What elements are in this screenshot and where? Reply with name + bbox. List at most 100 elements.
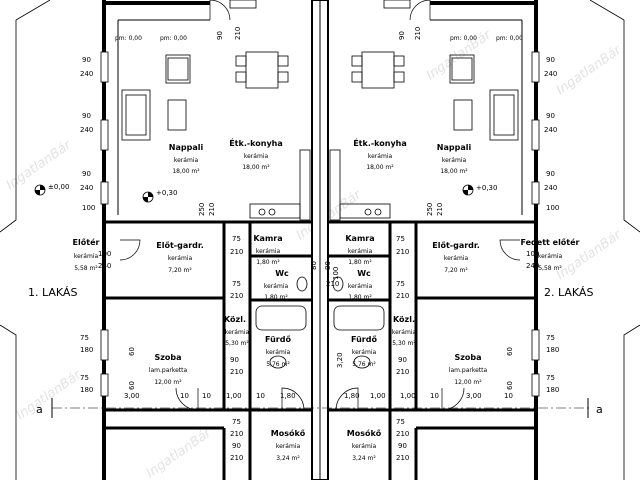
svg-text:100: 100: [332, 267, 340, 280]
svg-text:kerámia: kerámia: [174, 157, 199, 164]
svg-text:240: 240: [80, 184, 93, 192]
svg-text:Wc: Wc: [275, 269, 289, 278]
svg-text:Fedett előtér: Fedett előtér: [520, 237, 579, 247]
svg-text:180: 180: [546, 386, 559, 394]
room-furdo-right: Fürdő kerámia 5,76 m²: [351, 335, 377, 368]
svg-text:Mosókő: Mosókő: [271, 428, 306, 438]
svg-text:240: 240: [80, 70, 93, 78]
svg-text:10: 10: [504, 392, 513, 400]
svg-text:1,00: 1,00: [370, 392, 386, 400]
svg-text:kerámia: kerámia: [266, 349, 291, 356]
svg-text:10: 10: [256, 392, 265, 400]
svg-text:Fürdő: Fürdő: [351, 335, 377, 344]
svg-text:kerámia: kerámia: [244, 153, 269, 160]
svg-text:kerámia: kerámia: [352, 443, 377, 450]
room-elot-gardr-right: Előt-gardr. kerámia 7,20 m²: [432, 241, 480, 274]
svg-text:7,20 m²: 7,20 m²: [444, 267, 468, 274]
svg-text:90: 90: [398, 442, 407, 450]
svg-text:3,24 m²: 3,24 m²: [276, 455, 300, 462]
watermark: IngatlanBár: [554, 42, 626, 99]
room-nappali-right: Nappali kerámia 18,00 m²: [437, 143, 472, 175]
svg-text:Fürdő: Fürdő: [265, 335, 291, 344]
parapet-level: pm: 0,00: [115, 35, 142, 42]
svg-text:240: 240: [544, 184, 557, 192]
svg-text:210: 210: [234, 27, 242, 40]
svg-text:180: 180: [80, 386, 93, 394]
party-wall: [311, 0, 329, 480]
level-text: +0,30: [476, 184, 497, 192]
svg-text:10: 10: [202, 392, 211, 400]
svg-text:12,00 m²: 12,00 m²: [454, 379, 482, 386]
svg-text:Közl.: Közl.: [224, 315, 246, 324]
watermark: IngatlanBár: [14, 367, 86, 424]
svg-text:1,00: 1,00: [400, 392, 416, 400]
svg-text:Előt-gardr.: Előt-gardr.: [432, 241, 480, 250]
watermark: IngatlanBár: [554, 227, 626, 284]
svg-text:90: 90: [398, 31, 406, 40]
room-kamra-left: Kamra kerámia 1,80 m²: [253, 234, 282, 266]
svg-text:5,76 m²: 5,76 m²: [352, 361, 376, 368]
svg-text:240: 240: [544, 126, 557, 134]
parapet-level: pm: 0,00: [160, 35, 187, 42]
svg-text:Kamra: Kamra: [345, 234, 374, 243]
svg-text:1,80: 1,80: [280, 392, 296, 400]
svg-text:100: 100: [98, 250, 111, 258]
svg-text:75: 75: [396, 235, 405, 243]
svg-text:210: 210: [230, 248, 243, 256]
svg-text:lam.parketta: lam.parketta: [149, 367, 188, 374]
svg-text:80: 80: [310, 261, 318, 270]
svg-text:210: 210: [230, 292, 243, 300]
svg-text:1,80: 1,80: [344, 392, 360, 400]
svg-text:100: 100: [82, 204, 95, 212]
svg-text:90: 90: [232, 442, 241, 450]
svg-text:90: 90: [546, 56, 555, 64]
room-mosoko-right: Mosókő kerámia 3,24 m²: [347, 428, 382, 462]
svg-text:1,00: 1,00: [226, 392, 242, 400]
svg-text:kerámia: kerámia: [256, 248, 281, 255]
apartment-label-left: 1. LAKÁS: [28, 286, 77, 299]
svg-text:90: 90: [546, 170, 555, 178]
svg-text:180: 180: [80, 346, 93, 354]
interior-walls: [104, 220, 536, 480]
svg-text:180: 180: [546, 346, 559, 354]
svg-text:5,30 m²: 5,30 m²: [392, 340, 416, 347]
svg-text:210: 210: [326, 280, 339, 288]
exterior-wall-inner: [117, 19, 523, 215]
apartment-label-right: 2. LAKÁS: [544, 286, 593, 299]
svg-text:Wc: Wc: [357, 269, 371, 278]
watermark: IngatlanBár: [144, 425, 216, 480]
svg-text:kerámia: kerámia: [352, 349, 377, 356]
svg-text:kerámia: kerámia: [442, 157, 467, 164]
svg-text:Kamra: Kamra: [253, 234, 282, 243]
svg-text:100: 100: [526, 250, 539, 258]
svg-text:kerámia: kerámia: [444, 255, 469, 262]
svg-text:210: 210: [396, 454, 409, 462]
svg-text:90: 90: [546, 112, 555, 120]
svg-text:1,80 m²: 1,80 m²: [256, 259, 280, 266]
svg-text:210: 210: [230, 368, 243, 376]
svg-text:75: 75: [80, 334, 89, 342]
svg-text:250: 250: [198, 203, 206, 216]
svg-text:10: 10: [430, 392, 439, 400]
room-furdo-left: Fürdő kerámia 5,76 m²: [265, 335, 291, 368]
running-dimension: 3,00 10 10 1,00 10 1,80 1,80 1,00 1,00 1…: [124, 392, 513, 400]
svg-text:1,80 m²: 1,80 m²: [348, 294, 372, 301]
section-axis: [51, 398, 590, 418]
svg-text:Közl.: Közl.: [393, 315, 415, 324]
svg-text:75: 75: [232, 235, 241, 243]
svg-text:75: 75: [546, 334, 555, 342]
svg-text:3,00: 3,00: [124, 392, 140, 400]
svg-text:3,20: 3,20: [336, 352, 344, 368]
room-kozl-right: Közl. kerámia 5,30 m²: [392, 315, 417, 347]
svg-text:240: 240: [80, 126, 93, 134]
room-etk-konyha-right: Étk.-konyha kerámia 18,00 m²: [353, 137, 407, 171]
furniture: [121, 51, 519, 369]
svg-text:75: 75: [232, 418, 241, 426]
svg-text:90: 90: [216, 31, 224, 40]
svg-text:210: 210: [396, 292, 409, 300]
svg-text:210: 210: [436, 203, 444, 216]
svg-text:kerámia: kerámia: [538, 253, 563, 260]
svg-text:5,58 m²: 5,58 m²: [74, 265, 98, 272]
